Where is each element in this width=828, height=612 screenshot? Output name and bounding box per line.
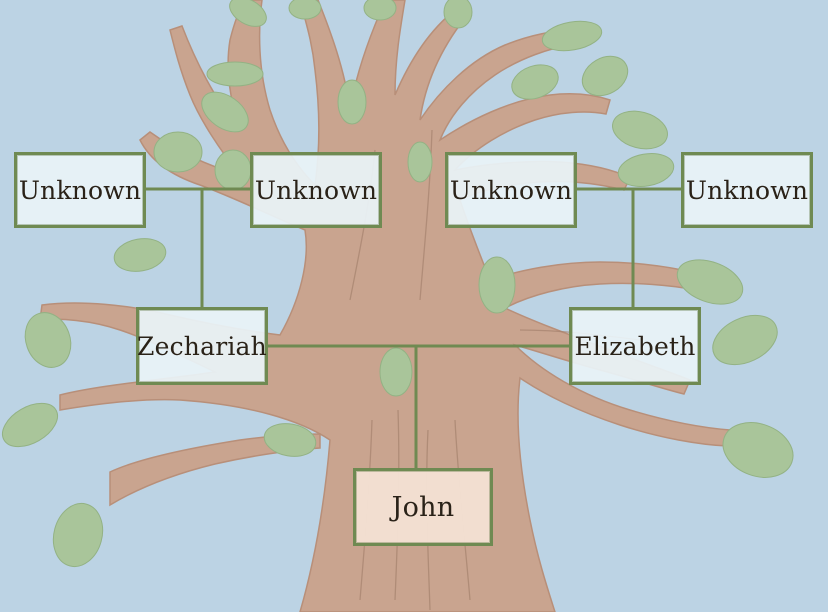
leaf (676, 259, 744, 305)
tree-connectors (144, 187, 683, 470)
node-grandparent-1: Unknown (14, 152, 146, 228)
leaf (478, 256, 516, 314)
node-grandparent-2: Unknown (250, 152, 382, 228)
leaf (24, 312, 72, 368)
node-john: John (353, 468, 493, 546)
leaf (288, 0, 322, 20)
leaf (363, 0, 397, 21)
leaf (229, 0, 267, 27)
leaf (407, 141, 433, 183)
leaf (52, 502, 104, 568)
leaf (581, 55, 629, 97)
leaf (722, 422, 794, 478)
node-grandparent-4: Unknown (681, 152, 813, 228)
leaf (206, 61, 264, 87)
leaf (712, 314, 778, 366)
node-grandparent-3: Unknown (445, 152, 577, 228)
leaf (153, 131, 203, 173)
leaf (113, 238, 167, 272)
leaf (337, 79, 367, 125)
leaf (612, 110, 668, 150)
leaf (617, 153, 675, 187)
leaf (201, 91, 249, 133)
leaf (443, 0, 473, 29)
leaf (263, 423, 317, 457)
leaf (2, 402, 58, 448)
tree-leaves (2, 0, 794, 568)
leaf (511, 64, 559, 100)
node-zechariah: Zechariah (136, 307, 268, 385)
leaf (379, 347, 413, 397)
node-elizabeth: Elizabeth (569, 307, 701, 385)
leaf (541, 20, 603, 52)
leaf (214, 149, 252, 191)
